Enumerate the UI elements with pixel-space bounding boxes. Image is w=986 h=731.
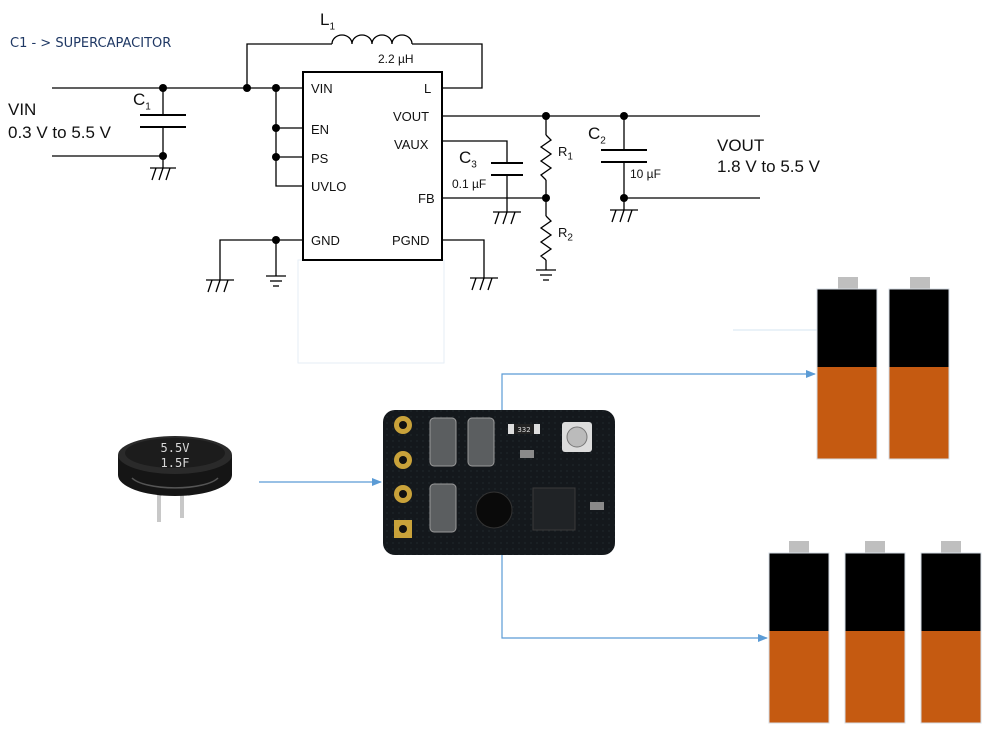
junction-dots — [159, 84, 628, 244]
ground-symbol-c3 — [493, 211, 521, 225]
battery-group-2 — [768, 541, 982, 724]
supercapacitor-note: C1 - > SUPERCAPACITOR — [10, 36, 172, 51]
vout-label: VOUT — [717, 136, 765, 155]
converter-board-image: 332 — [383, 410, 615, 555]
battery — [920, 541, 982, 724]
battery — [888, 277, 950, 460]
vin-range: 0.3 V to 5.5 V — [8, 123, 112, 142]
pin-ps: PS — [311, 151, 329, 166]
chip-marking: 332 — [517, 426, 530, 434]
pin-uvlo: UVLO — [311, 179, 347, 194]
converter-ic — [302, 71, 443, 261]
ground-symbol-c2 — [610, 209, 638, 223]
supercap-capacitance: 1.5F — [161, 456, 190, 470]
battery — [768, 541, 830, 724]
c3-value: 0.1 µF — [452, 177, 487, 191]
earth-symbol-r2 — [536, 269, 556, 281]
battery-group-1 — [816, 277, 950, 460]
vout-range: 1.8 V to 5.5 V — [717, 157, 821, 176]
pin-vin: VIN — [311, 81, 333, 96]
ground-symbol-c1 — [150, 167, 176, 181]
ground-symbol-pgnd — [470, 277, 498, 291]
board-pads — [394, 416, 412, 538]
vin-label: VIN — [8, 100, 37, 119]
l1-value: 2.2 µH — [378, 52, 414, 66]
flow-arrows — [259, 370, 816, 642]
c3-label: C3 — [459, 148, 477, 171]
pin-gnd: GND — [311, 233, 340, 248]
c2-value: 10 µF — [630, 167, 661, 181]
schematic-wires — [52, 34, 760, 293]
supercapacitor-image: 5.5V 1.5F — [118, 436, 232, 522]
pin-en: EN — [311, 122, 330, 137]
arrow-board-to-battery-group-2 — [501, 555, 768, 642]
l1-label: L1 — [320, 10, 336, 33]
battery — [816, 277, 878, 460]
earth-symbol-gnd — [266, 275, 286, 287]
supercap-voltage: 5.5V — [161, 441, 190, 455]
ground-symbol-gnd — [206, 279, 234, 293]
pin-l: L — [424, 81, 432, 96]
r2-label: R2 — [558, 225, 573, 244]
pin-fb: FB — [418, 191, 435, 206]
battery — [844, 541, 906, 724]
r1-label: R1 — [558, 144, 573, 163]
pin-pgnd: PGND — [392, 233, 430, 248]
arrow-board-to-battery-group-1 — [501, 370, 816, 410]
c1-label: C1 — [133, 90, 151, 113]
highlight-box — [297, 259, 445, 364]
pin-vout: VOUT — [393, 109, 430, 124]
pin-vaux: VAUX — [394, 137, 429, 152]
c2-label: C2 — [588, 124, 606, 147]
